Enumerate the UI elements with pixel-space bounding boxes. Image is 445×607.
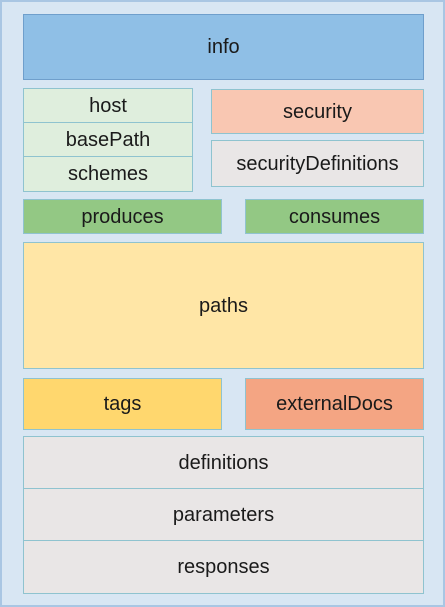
definitions-label: definitions: [178, 451, 269, 474]
schemes-label: schemes: [67, 163, 149, 185]
produces-block: produces: [23, 199, 222, 234]
produces-label: produces: [81, 205, 164, 228]
paths-label: paths: [199, 294, 248, 317]
responses-block: responses: [23, 540, 424, 594]
definitions-block: definitions: [23, 436, 424, 489]
security-label: security: [283, 100, 352, 123]
info-label: info: [207, 36, 240, 58]
parameters-block: parameters: [23, 488, 424, 541]
tags-label: tags: [103, 393, 142, 415]
security-definitions-label: securityDefinitions: [236, 152, 399, 175]
tags-block: tags: [23, 378, 222, 430]
consumes-label: consumes: [288, 205, 381, 228]
schemes-block: schemes: [23, 156, 193, 192]
basepath-label: basePath: [65, 128, 151, 151]
security-block: security: [211, 89, 424, 134]
info-block: info: [23, 14, 424, 80]
paths-block: paths: [23, 242, 424, 369]
host-block: host: [23, 88, 193, 123]
responses-label: responses: [177, 556, 270, 578]
basepath-block: basePath: [23, 122, 193, 157]
security-definitions-block: securityDefinitions: [211, 140, 424, 187]
external-docs-label: externalDocs: [276, 393, 393, 415]
consumes-block: consumes: [245, 199, 424, 234]
parameters-label: parameters: [172, 503, 275, 526]
host-label: host: [89, 94, 127, 117]
external-docs-block: externalDocs: [245, 378, 424, 430]
